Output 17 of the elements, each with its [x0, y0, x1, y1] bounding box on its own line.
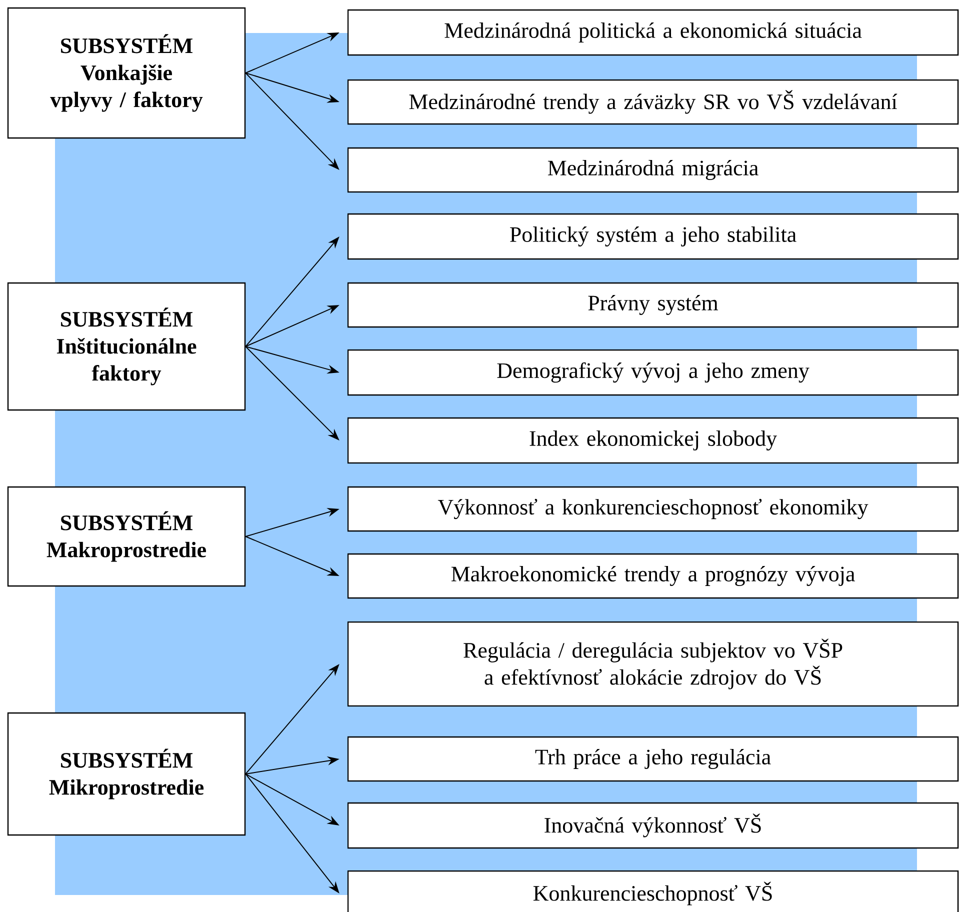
factor-box: Regulácia / deregulácia subjektov vo VŠP a efektívnosť alokácie zdrojov do VŠ [347, 621, 959, 707]
subsystem-box: SUBSYSTÉM Mikroprostredie [7, 712, 246, 836]
subsystem-box: SUBSYSTÉM Makroprostredie [7, 486, 246, 587]
subsystem-box: SUBSYSTÉM Vonkajšie vplyvy / faktory [7, 7, 246, 139]
subsystem-box: SUBSYSTÉM Inštitucionálne faktory [7, 282, 246, 411]
factor-box: Inovačná výkonnosť VŠ [347, 802, 959, 849]
factor-box: Makroekonomické trendy a prognózy vývoja [347, 553, 959, 599]
factor-box: Výkonnosť a konkurencieschopnosť ekonomiky [347, 486, 959, 532]
factor-box: Medzinárodné trendy a záväzky SR vo VŠ vzdelávaní [347, 79, 959, 125]
factor-box: Medzinárodná politická a ekonomická situácia [347, 9, 959, 56]
factor-box: Politický systém a jeho stabilita [347, 213, 959, 260]
factor-box: Právny systém [347, 282, 959, 328]
factor-box: Konkurencieschopnosť VŠ [347, 870, 959, 912]
factor-box: Index ekonomickej slobody [347, 417, 959, 464]
factor-box: Trh práce a jeho regulácia [347, 736, 959, 782]
factor-box: Demografický vývoj a jeho zmeny [347, 349, 959, 396]
factor-box: Medzinárodná migrácia [347, 147, 959, 193]
